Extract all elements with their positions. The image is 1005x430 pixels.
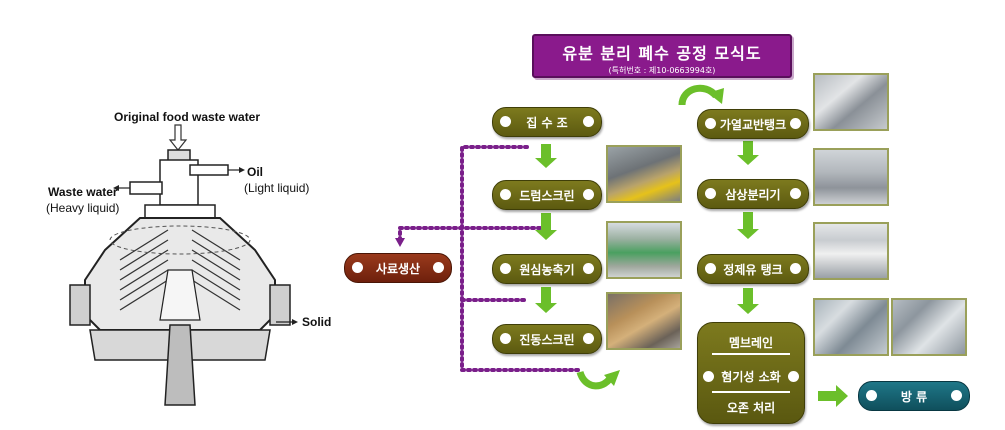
solid-label: Solid [302,315,332,329]
down-arrow-5 [737,212,759,239]
pill-dot-right [951,390,962,401]
pill-dot-right [790,188,801,199]
pill-dot-left [703,371,714,382]
node-label: 사료생산 [375,261,421,276]
pill-dot-right [790,263,801,274]
centrifuge-separator-drawing [69,124,298,406]
membrane-plant-photo-2 [891,298,967,356]
membrane-separator [712,353,790,355]
node-label: 정제유 탱크 [723,262,783,277]
down-arrow-3 [535,287,557,313]
process-title-banner: 유분 분리 폐수 공정 모식도 (특허번호 : 제10-0663994호) [532,34,792,78]
pill-dot-left [500,116,511,127]
collection-tank-node[interactable]: 집 수 조 [492,107,602,137]
down-arrow-1 [535,144,557,168]
oil-label: Oil [247,165,264,179]
down-arrow-6 [737,288,759,314]
vibrating-screen-photo [606,292,682,350]
membrane-separator [712,391,790,393]
drum-screen-photo [606,145,682,203]
node-label: 진동스크린 [519,332,575,347]
membrane-label: 멤브레인 [728,336,774,350]
waste-water-sub-label: (Heavy liquid) [46,201,120,215]
three-phase-separator-photo [813,148,889,206]
title-main: 유분 분리 폐수 공정 모식도 [562,44,762,63]
down-arrow-4 [737,141,759,165]
pill-dot-right [790,118,801,129]
pill-dot-left [705,263,716,274]
node-label: 원심농축기 [519,262,575,277]
feed-production-node[interactable]: 사료생산 [344,253,452,283]
pill-dot-left [500,333,511,344]
membrane-plant-photo-1 [813,298,889,356]
node-label: 드럼스크린 [519,188,575,203]
node-label: 삼상분리기 [725,187,781,202]
node-label: 집 수 조 [526,115,568,130]
centrifugal-thickener-node[interactable]: 원심농축기 [492,254,602,284]
right-arrow-discharge [818,385,848,407]
membrane-treatment-node[interactable]: 멤브레인 혐기성 소화 오존 처리 [697,322,805,424]
pill-dot-left [866,390,877,401]
pill-dot-right [433,262,444,273]
input-label: Original food waste water [114,110,261,124]
pill-dot-left [352,262,363,273]
pill-dot-left [705,188,716,199]
pill-dot-right [583,189,594,200]
vibrating-screen-node[interactable]: 진동스크린 [492,324,602,354]
pill-dot-left [500,189,511,200]
pill-dot-right [583,333,594,344]
discharge-node[interactable]: 방 류 [858,381,970,411]
refined-oil-tank-node[interactable]: 정제유 탱크 [697,254,809,284]
node-label: 가열교반탱크 [719,117,787,132]
drum-screen-node[interactable]: 드럼스크린 [492,180,602,210]
pill-dot-left [500,263,511,274]
oil-sub-label: (Light liquid) [244,181,310,195]
waste-water-label: Waste water [48,185,118,199]
patent-number: (특허번호 : 제10-0663994호) [608,66,716,75]
anaerobic-digestion-label: 혐기성 소화 [721,370,781,384]
node-label: 방 류 [900,389,928,404]
pill-dot-right [788,371,799,382]
refined-oil-tank-photo [813,222,889,280]
pill-dot-right [583,116,594,127]
pill-dot-right [583,263,594,274]
ozone-treatment-label: 오존 처리 [726,401,776,415]
pill-dot-left [705,118,716,129]
down-arrow-2 [535,213,557,240]
centrifugal-thickener-photo [606,221,682,279]
heating-agitation-tank-node[interactable]: 가열교반탱크 [697,109,809,139]
three-phase-separator-node[interactable]: 삼상분리기 [697,179,809,209]
heating-tank-photo [813,73,889,131]
